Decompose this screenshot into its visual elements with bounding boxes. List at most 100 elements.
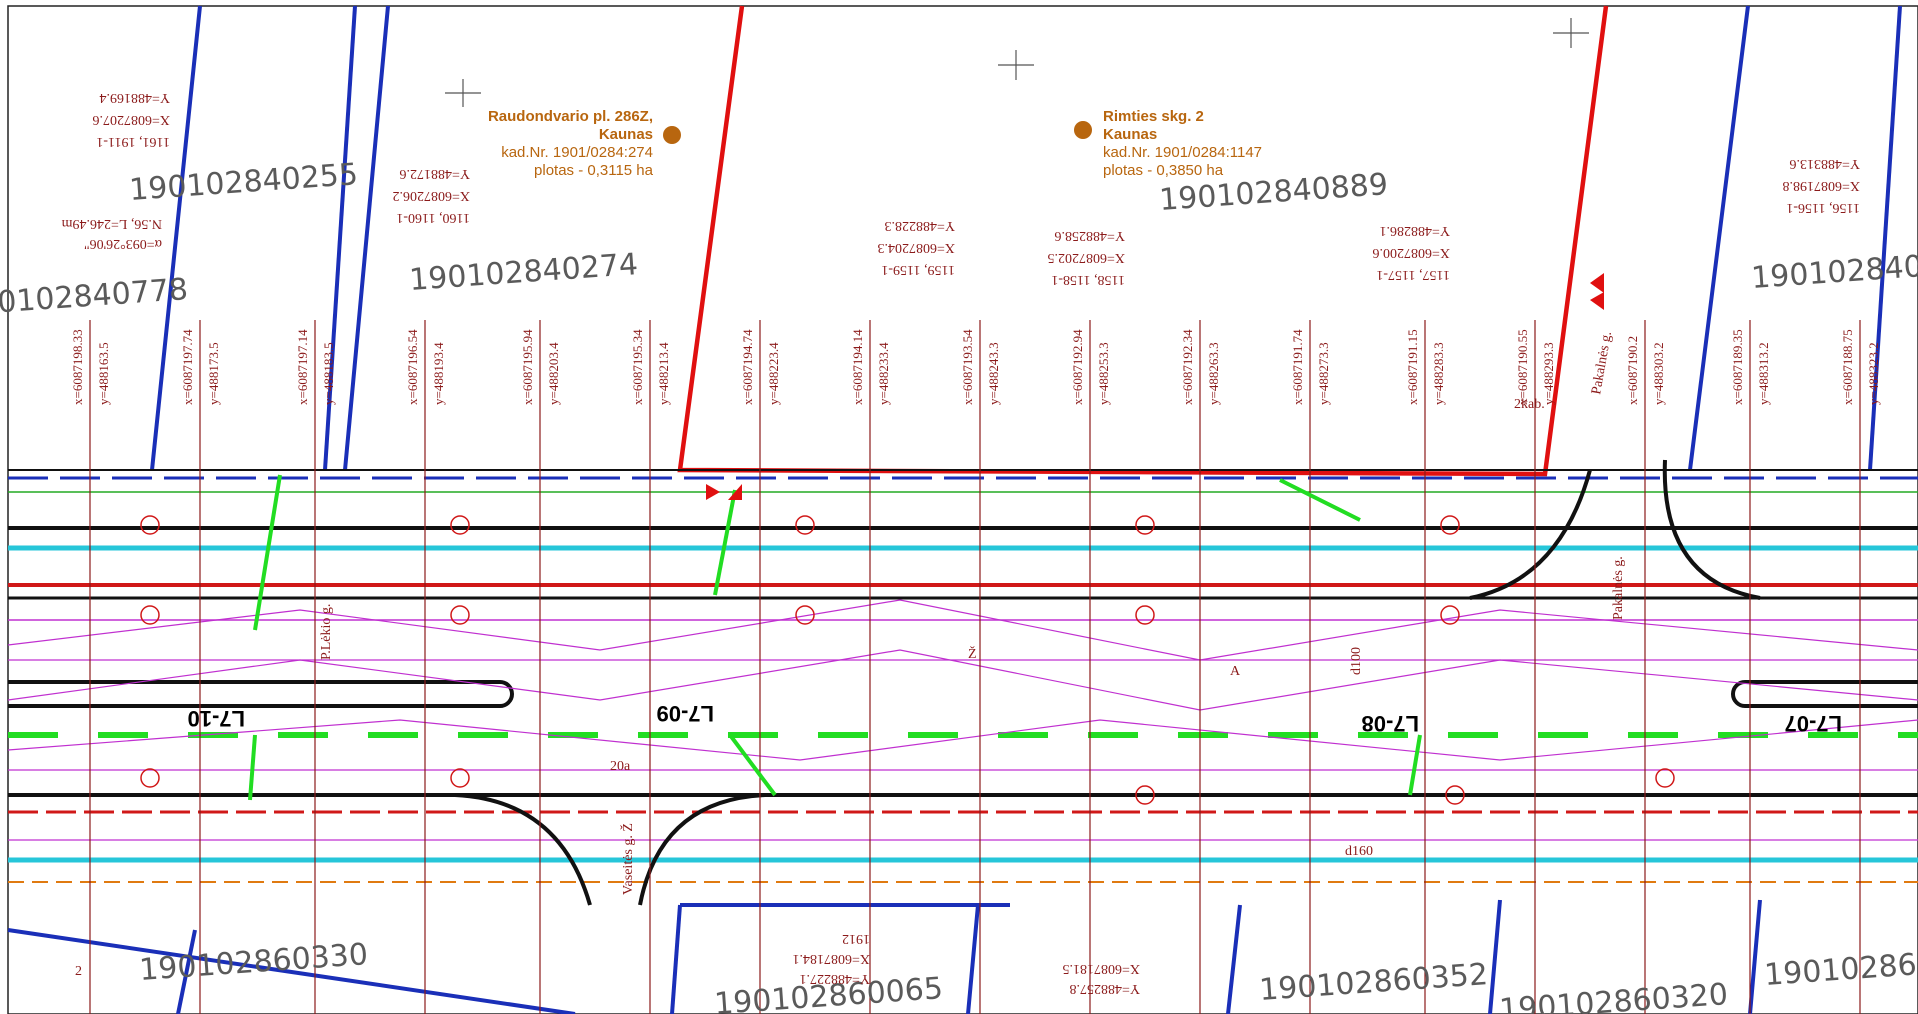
note-label: A: [1230, 664, 1241, 679]
coordinate-label: x=6087193.54: [960, 329, 975, 405]
note-label: 2: [75, 964, 82, 979]
svg-text:Y=488258.6: Y=488258.6: [1054, 228, 1125, 243]
coordinate-label: x=6087195.34: [630, 329, 645, 405]
svg-text:1158, 1158-1: 1158, 1158-1: [1051, 272, 1125, 287]
coordinate-label: y=488283.3: [1431, 342, 1446, 405]
coordinate-label: y=488223.4: [766, 342, 781, 405]
coordinate-label: x=6087195.94: [520, 329, 535, 405]
parcel-area: plotas - 0,3115 ha: [534, 162, 653, 179]
coordinate-label: x=6087197.14: [295, 329, 310, 405]
green-branches: [248, 474, 1422, 801]
survey-crosses: [445, 18, 1589, 107]
coordinate-label: y=488243.3: [986, 342, 1001, 405]
coordinate-label: y=488293.3: [1541, 342, 1556, 405]
svg-text:X=6087207.6: X=6087207.6: [92, 112, 170, 127]
survey-point-1: 1161, 1911-1 X=6087207.6 Y=488169.4: [92, 90, 170, 149]
arrow-markers: [706, 273, 1604, 500]
address-city: Kaunas: [598, 126, 653, 143]
coordinate-label: y=488163.5: [96, 342, 111, 405]
coordinate-label: x=6087191.15: [1405, 329, 1420, 405]
coordinate-label: x=6087194.14: [850, 329, 865, 405]
coordinate-label: y=488253.3: [1096, 342, 1111, 405]
coordinate-labels: x=6087198.33 y=488163.5 x=6087197.74 y=4881…: [70, 329, 1881, 405]
cadastre-number: kad.Nr. 1901/0284:274: [501, 144, 653, 161]
line-label: N.56, L=246.49m: [61, 216, 162, 231]
map-frame: [7, 5, 1918, 1014]
coordinate-label: x=6087192.94: [1070, 329, 1085, 405]
coordinate-label: y=488263.3: [1206, 342, 1221, 405]
address-marker-1[interactable]: [663, 126, 681, 144]
street-label: P.Lėkio g.: [319, 604, 334, 660]
coordinate-label: y=488313.2: [1756, 342, 1771, 405]
note-label: Ž: [968, 645, 977, 662]
survey-point-6: 1156, 1156-1 X=6087198.8 Y=488313.6: [1782, 156, 1860, 215]
svg-text:Y=488257.8: Y=488257.8: [1069, 981, 1140, 996]
coordinate-label: y=488173.5: [206, 342, 221, 405]
coordinate-label: x=6087198.33: [70, 329, 85, 405]
cadastre-number: kad.Nr. 1901/0284:1147: [1103, 144, 1263, 161]
coordinate-label: x=6087190.55: [1515, 329, 1530, 405]
svg-text:Y=488313.6: Y=488313.6: [1789, 156, 1860, 171]
address-label-1: Raudondvario pl. 286Z, Kaunas kad.Nr. 19…: [448, 108, 653, 180]
median-islands: [8, 459, 1918, 906]
cable-label: 2kab.: [1514, 397, 1545, 412]
survey-point-8: Y=488257.8 X=6087181.5: [1062, 961, 1140, 996]
angle-label: α=093°26'06": [84, 236, 162, 251]
coordinate-label: x=6087188.75: [1840, 329, 1855, 405]
svg-text:Y=488169.4: Y=488169.4: [99, 90, 170, 105]
road-label: L7-08: [1362, 711, 1419, 736]
svg-text:X=6087202.5: X=6087202.5: [1047, 250, 1125, 265]
coordinate-label: x=6087191.74: [1290, 329, 1305, 405]
pipe-label: d160: [1345, 844, 1373, 859]
coordinate-label: y=488303.2: [1651, 342, 1666, 405]
address-title: Raudondvario pl. 286Z,: [487, 108, 653, 125]
survey-point-5: 1157, 1157-1 X=6087200.6 Y=488286.1: [1372, 223, 1450, 282]
red-boundary: [677, 5, 1609, 477]
coordinate-label: x=6087196.54: [405, 329, 420, 405]
svg-text:1160, 1160-1: 1160, 1160-1: [396, 210, 470, 225]
parcel-area: plotas - 0,3850 ha: [1103, 162, 1224, 179]
svg-text:X=6087198.8: X=6087198.8: [1782, 178, 1860, 193]
svg-text:X=6087181.5: X=6087181.5: [1062, 961, 1140, 976]
coordinate-label: y=488203.4: [546, 342, 561, 405]
address-label-2: Rimties skg. 2 Kaunas kad.Nr. 1901/0284:…: [1103, 108, 1303, 180]
svg-text:X=6087184.1: X=6087184.1: [792, 951, 870, 966]
svg-text:1161, 1911-1: 1161, 1911-1: [96, 134, 170, 149]
road-label: L7-09: [657, 701, 714, 726]
svg-text:X=6087204.3: X=6087204.3: [877, 240, 955, 255]
pipe-label: d100: [1349, 647, 1364, 675]
utility-diagonals: [7, 599, 1918, 761]
svg-text:1156, 1156-1: 1156, 1156-1: [1786, 200, 1860, 215]
svg-text:1157, 1157-1: 1157, 1157-1: [1376, 267, 1450, 282]
address-title: Rimties skg. 2: [1103, 108, 1204, 125]
road-label: L7-10: [188, 706, 245, 731]
svg-text:Y=488227.1: Y=488227.1: [799, 971, 870, 986]
svg-text:1912: 1912: [842, 931, 870, 946]
svg-text:1159, 1159-1: 1159, 1159-1: [881, 262, 955, 277]
svg-text:Y=488172.6: Y=488172.6: [399, 166, 470, 181]
coordinate-label: x=6087197.74: [180, 329, 195, 405]
road-label: L7-07: [1785, 711, 1842, 736]
survey-point-2: 1160, 1160-1 X=6087206.2 Y=488172.6: [392, 166, 470, 225]
coordinate-label: x=6087192.34: [1180, 329, 1195, 405]
survey-point-3: 1159, 1159-1 X=6087204.3 Y=488228.3: [877, 218, 955, 277]
note-label: 20a: [610, 759, 631, 774]
street-label: Vaseitės g. Ž: [619, 823, 636, 895]
coordinate-label: y=488193.4: [431, 342, 446, 405]
svg-text:Y=488228.3: Y=488228.3: [884, 218, 955, 233]
coordinate-label: y=488273.3: [1316, 342, 1331, 405]
svg-text:X=6087200.6: X=6087200.6: [1372, 245, 1450, 260]
valve-symbols: [140, 515, 1675, 805]
survey-point-7: Y=488227.1 X=6087184.1 1912: [792, 931, 870, 986]
svg-text:X=6087206.2: X=6087206.2: [392, 188, 470, 203]
survey-point-4: 1158, 1158-1 X=6087202.5 Y=488258.6: [1047, 228, 1125, 287]
coordinate-label: y=488183.5: [321, 342, 336, 405]
coordinate-label: y=488213.4: [656, 342, 671, 405]
address-city: Kaunas: [1103, 126, 1158, 143]
coordinate-ticks: [89, 320, 1861, 1014]
coordinate-label: y=488323.2: [1866, 342, 1881, 405]
address-marker-2[interactable]: [1074, 121, 1092, 139]
coordinate-label: x=6087189.35: [1730, 329, 1745, 405]
coordinate-label: y=488233.4: [876, 342, 891, 405]
